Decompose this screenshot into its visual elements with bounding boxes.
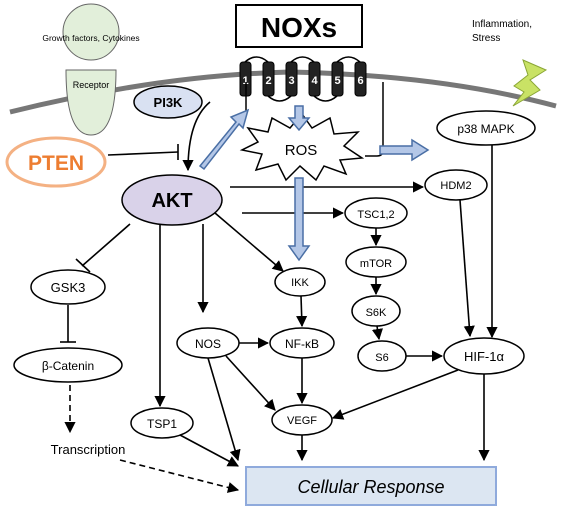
nos-label: NOS — [195, 337, 221, 351]
nfkb-label: NF-κB — [285, 337, 319, 351]
pten-label: PTEN — [28, 152, 84, 175]
s6-label: S6 — [375, 352, 388, 364]
nox-segment-3 — [285, 61, 298, 97]
transcription-label: Transcription — [51, 442, 126, 457]
growth-factors-label: Growth factors, Cytokines — [42, 33, 139, 43]
nox-segment-6 — [354, 61, 367, 97]
inflammation-label: Inflammation, — [472, 19, 532, 30]
inhibit-akt-gsk3-bar — [75, 258, 91, 273]
gsk3-label: GSK3 — [51, 280, 86, 295]
stress-label: Stress — [472, 33, 500, 44]
nfkb-node: NF-κB — [269, 327, 335, 359]
ros-label: ROS — [285, 142, 318, 159]
growth-factor-node: Growth factors, Cytokines — [42, 3, 140, 61]
p38-node: p38 MAPK — [436, 110, 536, 146]
blue-arrow-ros-down — [287, 177, 311, 262]
tsp1-label: TSP1 — [147, 417, 177, 431]
p38-label: p38 MAPK — [457, 122, 514, 136]
mtor-label: mTOR — [360, 258, 392, 270]
pi3k-label: PI3K — [154, 95, 184, 110]
arrow-akt-ikk — [214, 212, 284, 272]
akt-label: AKT — [151, 190, 192, 212]
nox-segment-4 — [308, 61, 321, 97]
nox-segment-5 — [331, 61, 344, 97]
black-arrows — [64, 101, 498, 493]
blue-arrow-nox-ros — [287, 105, 311, 132]
nox-segment-label: 1 — [242, 75, 248, 87]
arrow-ikk-nfkb — [296, 295, 308, 328]
lightning-icon — [512, 59, 548, 107]
ikk-node: IKK — [274, 267, 326, 297]
inhibit-akt-gsk3 — [81, 223, 131, 267]
nox-segment-label: 2 — [265, 75, 271, 87]
vegf-label: VEGF — [287, 415, 317, 427]
tsp1-node: TSP1 — [130, 407, 194, 439]
bcatenin-label: β-Catenin — [42, 359, 94, 373]
blue-arrow-ros-p38 — [379, 138, 430, 162]
arrow-nos-vegf — [225, 355, 276, 411]
nox-loops — [244, 56, 361, 102]
hdm2-node: HDM2 — [424, 169, 488, 201]
arrow-hif-vegf — [331, 369, 459, 420]
arrow-tsp1-cell — [179, 434, 239, 467]
pi3k-node: PI3K — [133, 85, 203, 119]
gsk3-node: GSK3 — [30, 269, 106, 305]
s6-node: S6 — [357, 340, 407, 372]
arrow-pi3k-akt — [182, 101, 211, 172]
ikk-label: IKK — [291, 277, 309, 289]
s6k-node: S6K — [351, 295, 401, 327]
vegf-node: VEGF — [271, 404, 333, 436]
hif-label: HIF-1α — [464, 349, 505, 364]
nox-segment-2 — [262, 61, 275, 97]
arrow-hdm2-hif — [459, 199, 475, 338]
arrow-s6k-s6 — [371, 325, 384, 341]
nox-segments: 1 2 3 4 5 6 — [239, 56, 367, 102]
receptor-label: Receptor — [73, 80, 110, 90]
s6k-label: S6K — [366, 307, 387, 319]
blue-arrows — [198, 105, 430, 262]
akt-node: AKT — [121, 174, 223, 226]
arrow-transcription-cell — [119, 459, 240, 493]
hif-node: HIF-1α — [443, 337, 525, 375]
nos-node: NOS — [176, 327, 240, 359]
nox-segment-label: 3 — [288, 75, 294, 87]
bcatenin-node: β-Catenin — [13, 347, 123, 383]
receptor-node: Receptor — [65, 69, 117, 136]
inhibit-pten-pi3k — [107, 151, 179, 156]
pten-node: PTEN — [5, 136, 107, 188]
nox-segment-label: 6 — [357, 75, 363, 87]
hdm2-label: HDM2 — [440, 180, 471, 192]
cellular-response-box: Cellular Response — [245, 466, 497, 506]
tsc-node: TSC1,2 — [344, 197, 408, 229]
cellular-response-label: Cellular Response — [297, 477, 444, 497]
arrow-nos-cell — [207, 357, 241, 462]
tsc-label: TSC1,2 — [357, 209, 394, 221]
blue-arrow-akt-nox — [198, 108, 250, 171]
noxs-title-text: NOXs — [261, 12, 337, 43]
nox-segment-label: 5 — [334, 75, 340, 87]
mtor-node: mTOR — [345, 246, 407, 278]
nox-segment-label: 4 — [311, 75, 318, 87]
nox-tail — [365, 82, 384, 157]
noxs-title: NOXs — [235, 4, 363, 48]
inhibition-lines — [60, 144, 179, 343]
